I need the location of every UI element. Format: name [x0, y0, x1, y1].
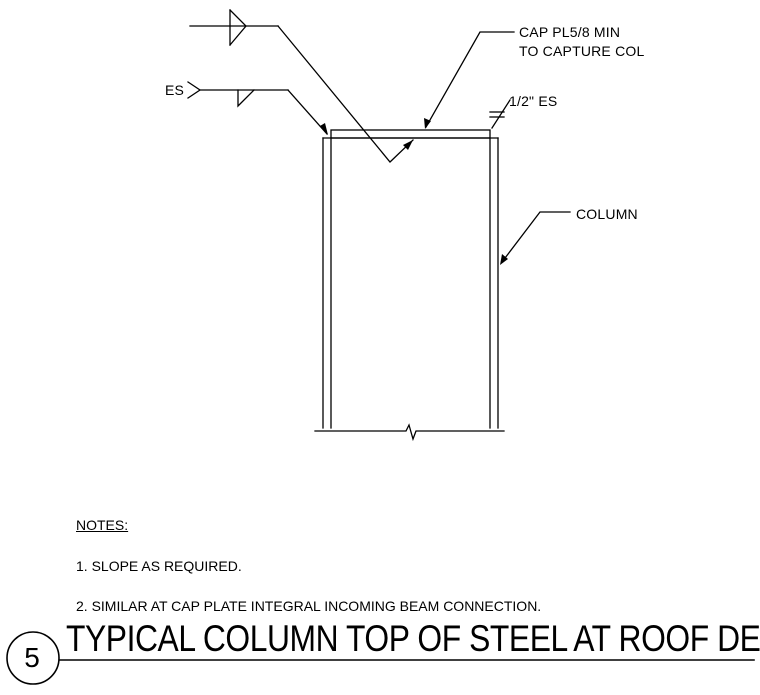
cap-plate-label-line2: TO CAPTURE COL [519, 43, 645, 59]
cap-plate-leader [425, 31, 515, 128]
detail-number: 5 [24, 642, 40, 673]
weld-size-label: 1/2" ES [509, 93, 558, 109]
note-item-1: 1. SLOPE AS REQUIRED. [76, 558, 242, 574]
notes-heading: NOTES: [76, 517, 129, 533]
weld-es-label: ES [165, 82, 185, 98]
weld-size-leader [489, 99, 511, 129]
detail-title: TYPICAL COLUMN TOP OF STEEL AT ROOF DECK [66, 618, 760, 659]
arrowhead-es-weld [320, 123, 328, 135]
column-right-flange [489, 137, 499, 429]
weld-leader-top [189, 9, 414, 163]
note-item-2: 2. SIMILAR AT CAP PLATE INTEGRAL INCOMIN… [76, 598, 542, 614]
weld-leader-es [187, 81, 328, 135]
column-left-flange [322, 137, 332, 429]
arrowhead-column [500, 254, 508, 265]
column-leader [501, 211, 571, 263]
cap-plate-label-line1: CAP PL5/8 MIN [519, 24, 621, 40]
cap-plate [330, 129, 491, 139]
arrowhead-top-weld [403, 140, 413, 150]
arrowhead-cap-plate [424, 118, 431, 129]
column-label: COLUMN [576, 206, 638, 222]
detail-bubble [6, 631, 60, 685]
break-line [314, 423, 505, 442]
